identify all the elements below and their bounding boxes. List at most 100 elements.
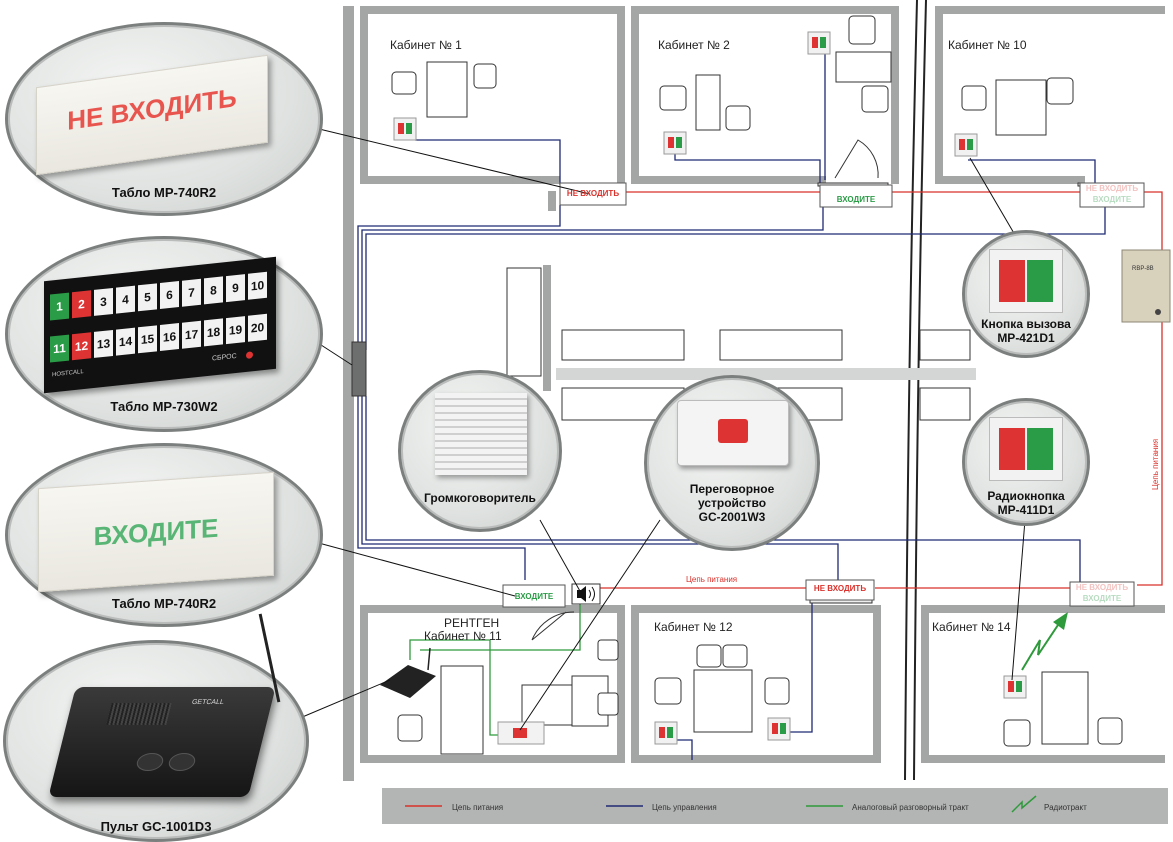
door-sign-vhodite-11: ВХОДИТЕ bbox=[514, 592, 554, 601]
sign-green-text: ВХОДИТЕ bbox=[93, 512, 219, 552]
panel-cell-3: 3 bbox=[94, 287, 113, 316]
panel-cell-1: 1 bbox=[50, 292, 69, 321]
panel-cell-9: 9 bbox=[226, 274, 245, 303]
sign-red-text: НЕ ВХОДИТЬ bbox=[67, 82, 237, 136]
panel-cell-16: 16 bbox=[160, 323, 179, 351]
callout-console: GETCALL Пульт GC-1001D3 bbox=[3, 613, 309, 842]
door-sign-ne-vhodit-14: НЕ ВХОДИТЬ bbox=[1075, 583, 1129, 592]
callout-sign-green: ВХОДИТЕ Табло MP-740R2 bbox=[5, 443, 323, 627]
panel-cell-18: 18 bbox=[204, 318, 223, 347]
callout-pointers bbox=[299, 127, 1026, 731]
panel-cell-19: 19 bbox=[226, 316, 245, 345]
callout-radio-button: Радиокнопка MP-411D1 bbox=[962, 398, 1090, 526]
callout-console-label: Пульт GC-1001D3 bbox=[100, 819, 212, 834]
call-button-room-2b bbox=[663, 131, 687, 155]
callout-sign-red: НЕ ВХОДИТЬ Табло MP-740R2 bbox=[5, 22, 323, 216]
callout-sign-red-label: Табло MP-740R2 bbox=[111, 185, 217, 200]
call-button-device bbox=[989, 249, 1063, 313]
panel-cell-17: 17 bbox=[182, 320, 201, 349]
panel-cell-14: 14 bbox=[116, 327, 135, 356]
intercom-device bbox=[677, 400, 789, 466]
callout-radio-button-label-2: MP-411D1 bbox=[997, 503, 1055, 517]
callout-intercom-label-1: Переговорное bbox=[689, 482, 775, 496]
call-button-room-12a bbox=[654, 721, 678, 745]
legend-analog: Аналоговый разговорный тракт bbox=[852, 803, 969, 812]
panel-cell-2: 2 bbox=[72, 290, 91, 319]
callout-intercom: Переговорное устройство GC-2001W3 bbox=[644, 375, 820, 551]
panel-cell-7: 7 bbox=[182, 278, 201, 307]
psu-label: RBP-8B bbox=[1132, 266, 1154, 272]
console-room-11 bbox=[380, 647, 436, 698]
panel-cell-13: 13 bbox=[94, 329, 113, 358]
panel-cell-5: 5 bbox=[138, 283, 157, 312]
power-vertical-label: Цепь питания bbox=[1151, 439, 1160, 490]
console-speaker-grille bbox=[106, 703, 172, 725]
room-label-2: Кабинет № 2 bbox=[658, 38, 730, 52]
legend-control: Цепь управления bbox=[652, 803, 717, 812]
call-button-room-1 bbox=[393, 117, 417, 141]
room-label-1: Кабинет № 1 bbox=[390, 38, 462, 52]
callout-panel-label: Табло MP-730W2 bbox=[110, 399, 218, 414]
callout-intercom-label-2: устройство bbox=[697, 496, 767, 510]
callout-radio-button-label-1: Радиокнопка bbox=[987, 489, 1065, 503]
door-sign-vhodite-2: ВХОДИТЕ bbox=[836, 195, 876, 204]
callout-call-button-label-2: MP-421D1 bbox=[997, 331, 1055, 345]
console-button-1 bbox=[134, 753, 166, 771]
console-button-2 bbox=[166, 753, 198, 771]
break-lines bbox=[904, 0, 927, 781]
room-label-14: Кабинет № 14 bbox=[932, 620, 1011, 634]
radio-button-green-icon bbox=[1027, 428, 1053, 470]
door-sign-ne-vhodit-10: НЕ ВХОДИТЬ bbox=[1085, 184, 1139, 193]
panel-cell-12: 12 bbox=[72, 332, 91, 361]
room-label-12: Кабинет № 12 bbox=[654, 620, 733, 634]
console-device: GETCALL bbox=[48, 687, 276, 797]
wall-panel-device bbox=[351, 341, 367, 397]
call-button-room-12b bbox=[767, 717, 791, 741]
callout-intercom-label-3: GC-2001W3 bbox=[698, 510, 766, 524]
panel-cell-4: 4 bbox=[116, 285, 135, 314]
callout-speaker-label: Громкоговоритель bbox=[424, 491, 536, 505]
door-signs bbox=[502, 182, 1145, 608]
radio-signal bbox=[1021, 612, 1068, 671]
legend-radio: Радиотракт bbox=[1044, 803, 1087, 812]
legend-bar bbox=[382, 788, 1168, 824]
panel-logo: HOSTCALL bbox=[52, 369, 84, 379]
door-sign-ne-vhodit-1: НЕ ВХОДИТЬ bbox=[566, 189, 620, 198]
walls bbox=[343, 6, 1165, 781]
radio-button-room-14 bbox=[1003, 675, 1027, 699]
panel-cell-11: 11 bbox=[50, 334, 69, 363]
panel-cell-10: 10 bbox=[248, 271, 267, 300]
sign-green-device: ВХОДИТЕ bbox=[38, 471, 274, 593]
panel-cell-8: 8 bbox=[204, 276, 223, 305]
call-button-red-icon bbox=[999, 260, 1025, 302]
power-supply-unit bbox=[1121, 249, 1171, 323]
call-button-green-icon bbox=[1027, 260, 1053, 302]
callout-call-button-label-1: Кнопка вызова bbox=[981, 317, 1071, 331]
door-sign-vhodite-10: ВХОДИТЕ bbox=[1092, 195, 1132, 204]
power-wires bbox=[578, 191, 1163, 589]
power-horizontal-label: Цепь питания bbox=[686, 575, 737, 584]
room-label-10: Кабинет № 10 bbox=[948, 38, 1027, 52]
intercom-call-icon bbox=[718, 419, 748, 443]
panel-cell-6: 6 bbox=[160, 281, 179, 309]
furniture bbox=[391, 15, 1123, 755]
panel-reset-label: СБРОС bbox=[212, 352, 237, 363]
call-button-room-10 bbox=[954, 133, 978, 157]
call-button-room-2a bbox=[807, 31, 831, 55]
panel-reset-icon bbox=[246, 351, 253, 359]
callout-speaker: Громкоговоритель bbox=[398, 370, 562, 532]
speaker-device bbox=[435, 393, 527, 475]
intercom-room-11 bbox=[497, 721, 545, 745]
callout-sign-green-label: Табло MP-740R2 bbox=[111, 596, 217, 611]
sign-red-device: НЕ ВХОДИТЬ bbox=[36, 54, 268, 176]
legend-power: Цепь питания bbox=[452, 803, 504, 812]
door-sign-ne-vhodit-12: НЕ ВХОДИТЬ bbox=[813, 584, 867, 593]
speaker-icon bbox=[571, 583, 601, 605]
callout-call-button: Кнопка вызова MP-421D1 bbox=[962, 230, 1090, 358]
panel-cell-15: 15 bbox=[138, 325, 157, 354]
door-sign-vhodite-14: ВХОДИТЕ bbox=[1082, 594, 1122, 603]
room-label-11: Кабинет № 11 bbox=[424, 629, 502, 643]
